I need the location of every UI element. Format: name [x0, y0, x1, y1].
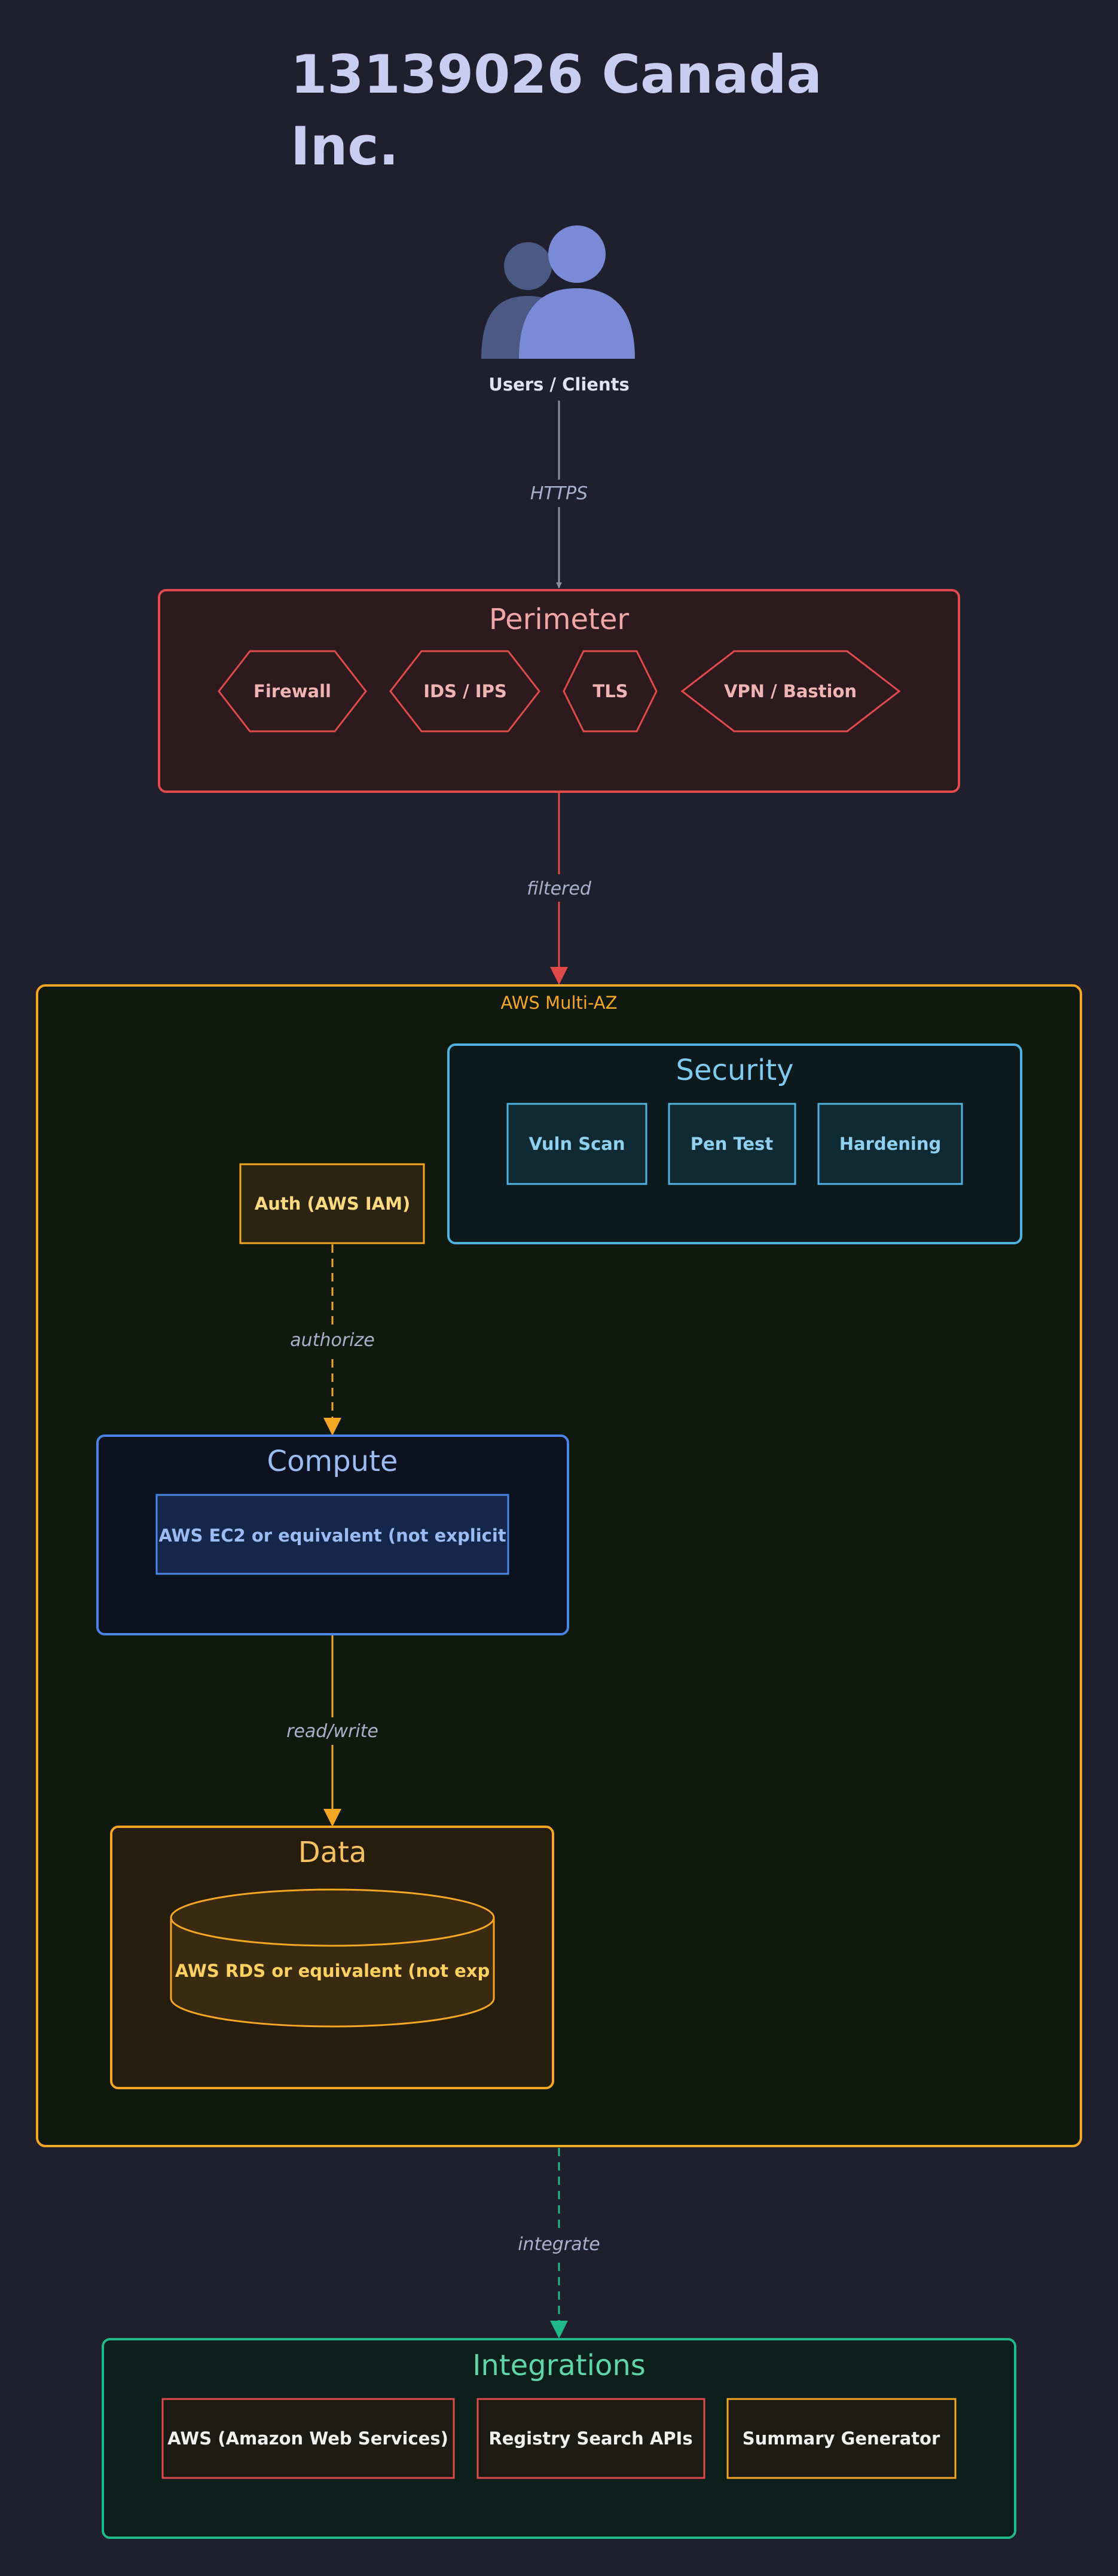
- perimeter-ids-ips-label: IDS / IPS: [423, 681, 506, 701]
- security-vuln-scan-label: Vuln Scan: [529, 1134, 625, 1154]
- diagram-title-line-1: 13139026 Canada: [291, 44, 822, 105]
- security-vuln-scan[interactable]: Vuln Scan: [506, 1103, 647, 1185]
- edge-label-read-write: read/write: [286, 1721, 378, 1742]
- security-cluster: Security Vuln Scan Pen Test Hardening: [447, 1043, 1022, 1244]
- edge-label-bg: [521, 480, 597, 507]
- compute-ec2-label: AWS EC2 or equivalent (not explicit: [158, 1525, 506, 1546]
- data-label: Data: [298, 1836, 367, 1869]
- integrations-cluster: Integrations AWS (Amazon Web Services) R…: [102, 2338, 1016, 2539]
- perimeter-cluster: Perimeter Firewall IDS / IPS TLS VPN / B…: [158, 589, 960, 793]
- compute-ec2-node[interactable]: AWS EC2 or equivalent (not explicit: [155, 1494, 509, 1575]
- security-hardening[interactable]: Hardening: [817, 1103, 963, 1185]
- security-hardening-label: Hardening: [839, 1134, 942, 1154]
- security-pen-test-label: Pen Test: [691, 1134, 774, 1154]
- security-pen-test[interactable]: Pen Test: [668, 1103, 796, 1185]
- integrations-label: Integrations: [472, 2349, 646, 2382]
- data-rds-label: AWS RDS or equivalent (not exp: [175, 1961, 490, 1981]
- compute-cluster: Compute AWS EC2 or equivalent (not expli…: [96, 1434, 569, 1635]
- integration-summary-label: Summary Generator: [743, 2428, 940, 2449]
- edge-label-integrate: integrate: [518, 2234, 600, 2255]
- auth-node[interactable]: Auth (AWS IAM): [239, 1163, 425, 1244]
- aws-multi-az-label: AWS Multi-AZ: [501, 993, 618, 1013]
- data-rds-database[interactable]: AWS RDS or equivalent (not exp: [170, 1888, 495, 2028]
- integration-summary-generator[interactable]: Summary Generator: [726, 2398, 957, 2479]
- edge-label-bg: [514, 2230, 604, 2258]
- perimeter-ids-ips[interactable]: IDS / IPS: [389, 650, 540, 732]
- integration-aws-label: AWS (Amazon Web Services): [167, 2428, 448, 2449]
- integration-aws[interactable]: AWS (Amazon Web Services): [161, 2398, 455, 2479]
- diagram-title-line-2: Inc.: [291, 115, 399, 177]
- edge-label-filtered: filtered: [527, 878, 592, 899]
- data-cluster: Data AWS RDS or equivalent (not exp: [110, 1826, 554, 2089]
- edge-label-authorize: authorize: [290, 1330, 374, 1351]
- perimeter-firewall-label: Firewall: [253, 681, 331, 701]
- perimeter-tls[interactable]: TLS: [563, 650, 658, 732]
- edge-label-bg: [283, 1717, 381, 1745]
- edge-label-bg: [521, 874, 597, 902]
- users-icon: [481, 225, 635, 359]
- compute-label: Compute: [267, 1445, 398, 1478]
- security-label: Security: [676, 1054, 793, 1087]
- perimeter-tls-label: TLS: [592, 681, 628, 701]
- integration-registry-search-apis[interactable]: Registry Search APIs: [476, 2398, 705, 2479]
- perimeter-vpn-bastion-label: VPN / Bastion: [724, 681, 857, 701]
- users-label: Users / Clients: [488, 374, 629, 395]
- perimeter-label: Perimeter: [489, 603, 629, 636]
- edge-label-https: HTTPS: [530, 483, 588, 504]
- integration-registry-label: Registry Search APIs: [488, 2428, 692, 2449]
- perimeter-firewall[interactable]: Firewall: [218, 650, 367, 732]
- edge-label-bg: [287, 1326, 378, 1354]
- auth-label: Auth (AWS IAM): [255, 1194, 410, 1214]
- perimeter-vpn-bastion[interactable]: VPN / Bastion: [680, 650, 901, 732]
